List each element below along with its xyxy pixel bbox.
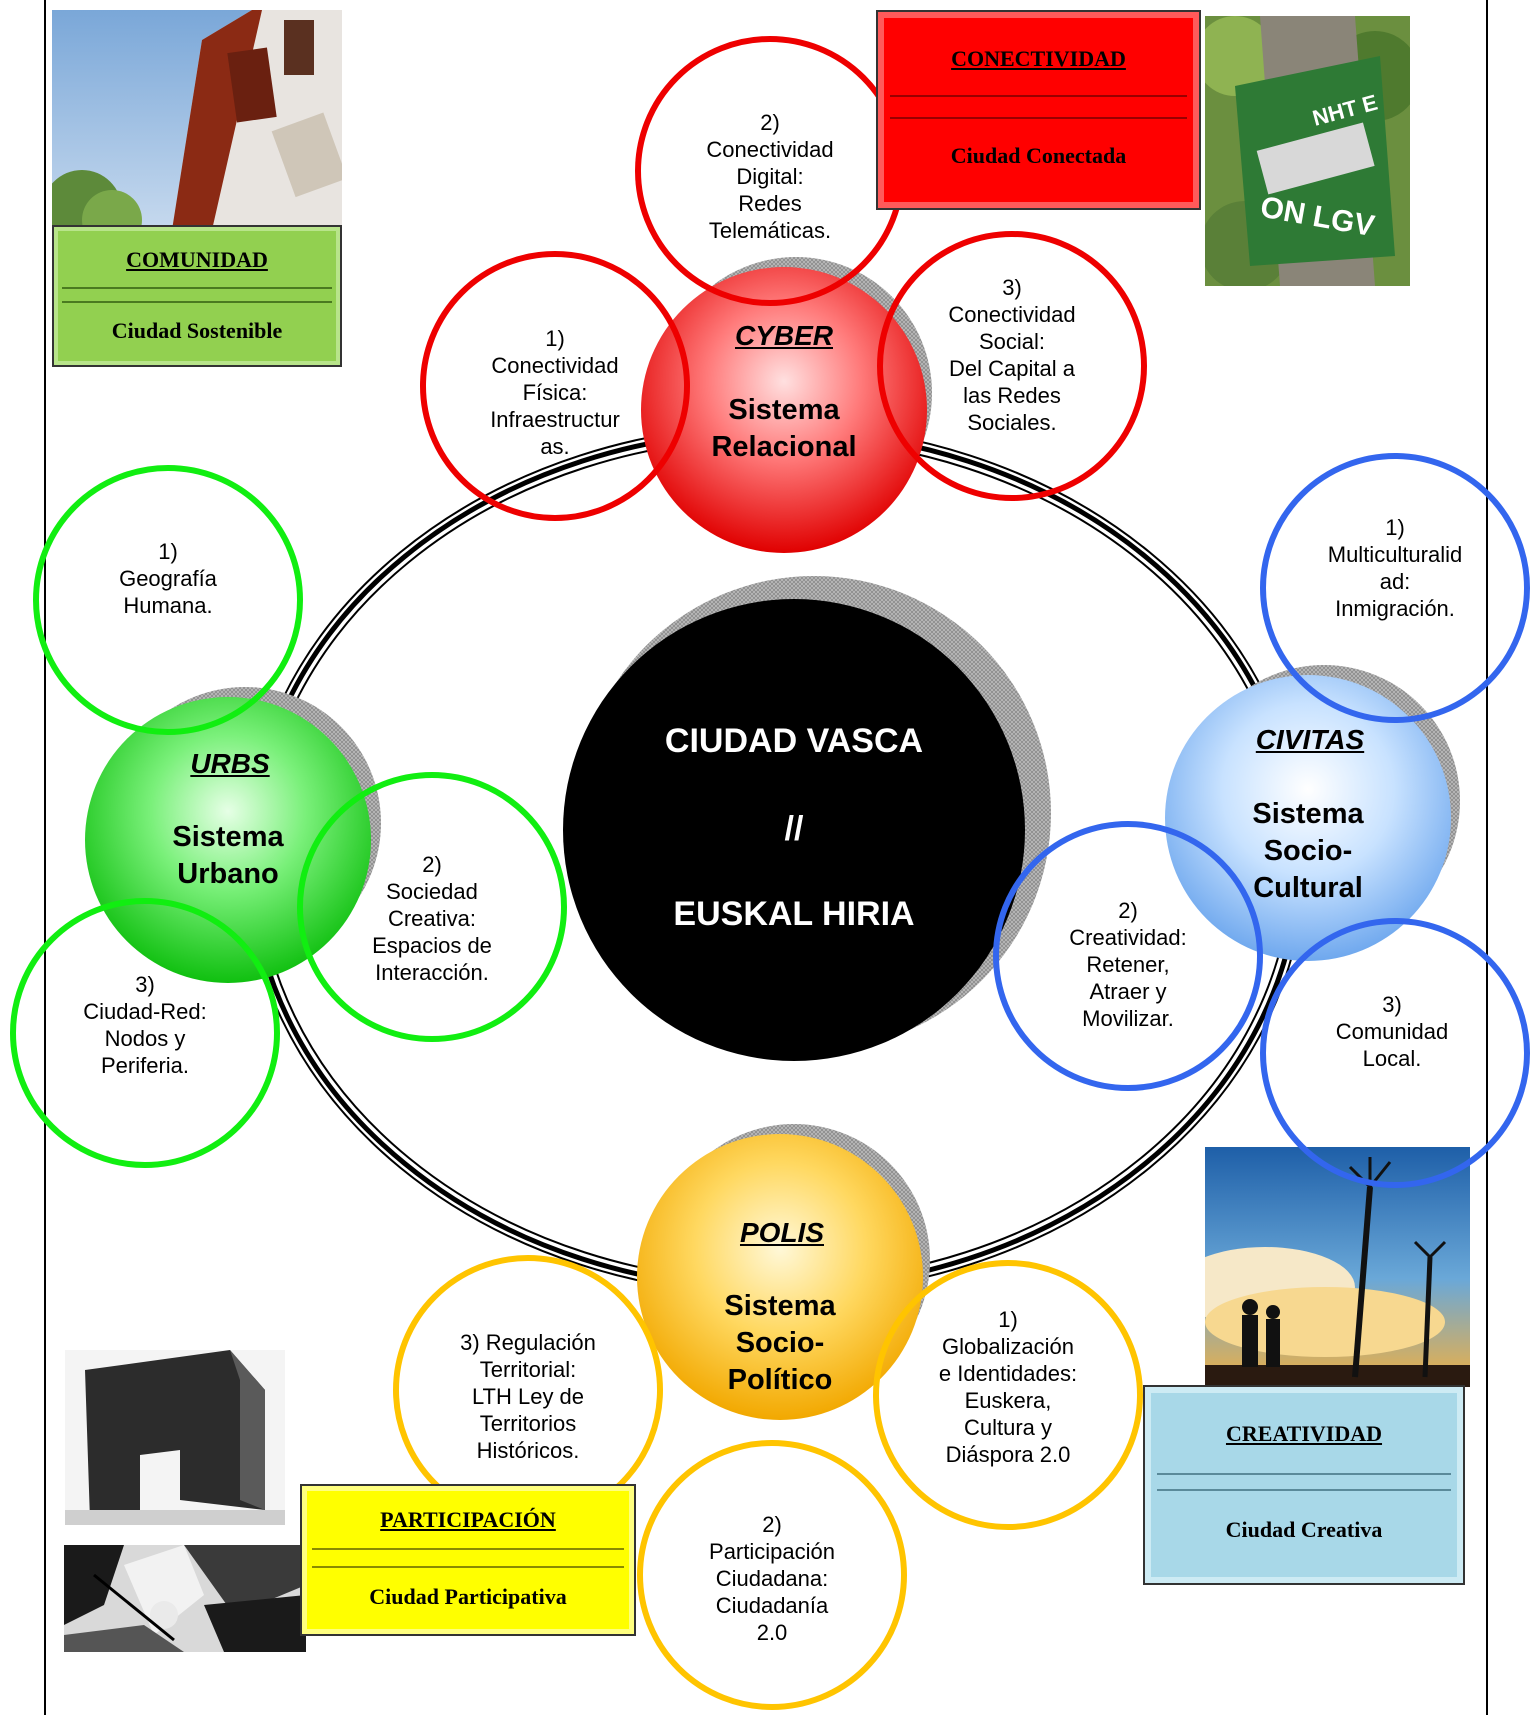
polis-hub-line3: Político <box>727 1364 833 1396</box>
right-border-line <box>1486 0 1488 1715</box>
creatividad-box: CREATIVIDAD Ciudad Creativa <box>1143 1385 1465 1585</box>
center-title-line2: // <box>784 810 804 848</box>
cyber-sat-2-text: 2) Conectividad Digital: Redes Telemátic… <box>706 110 834 243</box>
polis-hub-line2: Socio- <box>735 1327 825 1359</box>
civitas-sat-3-ring <box>1260 918 1530 1188</box>
urbs-hub-line2: Urbano <box>177 858 279 890</box>
cyber-hub-line2: Relacional <box>711 431 857 463</box>
cyber-sat-3-ring <box>877 231 1147 501</box>
polis-sat-1-text: 1) Globalización e Identidades: Euskera,… <box>938 1307 1078 1467</box>
civitas-sat-1-text: 1) Multiculturalid ad: Inmigración. <box>1327 515 1463 621</box>
civitas-sat-3-text: 3) Comunidad Local. <box>1335 992 1449 1071</box>
participacion-title: PARTICIPACIÓN <box>312 1492 624 1550</box>
urbs-sat-2-text: 2) Sociedad Creativa: Espacios de Intera… <box>372 852 492 985</box>
urbs-hub-line1: Sistema <box>172 821 284 853</box>
guernica-photo <box>64 1545 306 1652</box>
building-photo <box>52 10 342 230</box>
civitas-sat-1-ring <box>1260 453 1530 723</box>
conectividad-title: CONECTIVIDAD <box>890 22 1187 97</box>
polis-hub-line1: Sistema <box>724 1290 836 1322</box>
tree-poster-photo: NHT E ON LGV <box>1205 16 1410 286</box>
sky-silhouette-photo <box>1205 1147 1470 1387</box>
polis-sat-2-text: 2) Participación Ciudadana: Ciudadanía 2… <box>709 1512 835 1645</box>
cyber-sat-3-text: 3) Conectividad Social: Del Capital a la… <box>948 275 1076 435</box>
cyber-sat-1-text: 1) Conectividad Física: Infraestructur a… <box>490 326 620 459</box>
polis-sat-1-ring <box>873 1260 1143 1530</box>
left-border-line <box>44 0 46 1715</box>
conectividad-box: CONECTIVIDAD Ciudad Conectada <box>876 10 1201 210</box>
cyber-hub-title: CYBER <box>734 320 833 351</box>
civitas-hub-line2: Socio- <box>1263 835 1353 867</box>
polis-sat-3-text: 3) Regulación Territorial: LTH Ley de Te… <box>460 1330 596 1463</box>
civitas-sat-2-ring <box>993 821 1263 1091</box>
polis-hub-title: POLIS <box>739 1217 824 1248</box>
center-circle <box>563 599 1025 1061</box>
polis-hub <box>637 1134 923 1420</box>
conectividad-subtitle: Ciudad Conectada <box>890 117 1187 192</box>
civitas-sat-2-text: 2) Creatividad: Retener, Atraer y Movili… <box>1069 898 1187 1031</box>
civitas-hub-line3: Cultural <box>1253 872 1363 904</box>
comunidad-subtitle: Ciudad Sostenible <box>62 301 332 359</box>
urbs-hub-title: URBS <box>190 748 270 779</box>
creatividad-title: CREATIVIDAD <box>1157 1395 1451 1475</box>
civitas-hub-title: CIVITAS <box>1255 724 1365 755</box>
urbs-sat-1-text: 1) Geografía Humana. <box>119 539 217 618</box>
sculpture-photo <box>65 1350 285 1525</box>
center-title-line3: EUSKAL HIRIA <box>673 895 915 933</box>
comunidad-title: COMUNIDAD <box>62 233 332 289</box>
urbs-sat-3-ring <box>10 898 280 1168</box>
cyber-sat-1-ring <box>420 251 690 521</box>
center-title-line1: CIUDAD VASCA <box>664 722 924 760</box>
comunidad-box: COMUNIDAD Ciudad Sostenible <box>52 225 342 367</box>
cyber-hub <box>641 267 927 553</box>
creatividad-subtitle: Ciudad Creativa <box>1157 1489 1451 1569</box>
urbs-sat-3-text: 3) Ciudad-Red: Nodos y Periferia. <box>83 972 207 1078</box>
polis-sat-2-ring <box>637 1440 907 1710</box>
urbs-sat-1-ring <box>33 465 303 735</box>
civitas-hub-line1: Sistema <box>1252 798 1364 830</box>
participacion-subtitle: Ciudad Participativa <box>312 1566 624 1626</box>
civitas-hub <box>1165 675 1451 961</box>
participacion-box: PARTICIPACIÓN Ciudad Participativa <box>300 1484 636 1636</box>
urbs-sat-2-ring <box>297 772 567 1042</box>
cyber-hub-line1: Sistema <box>728 394 840 426</box>
